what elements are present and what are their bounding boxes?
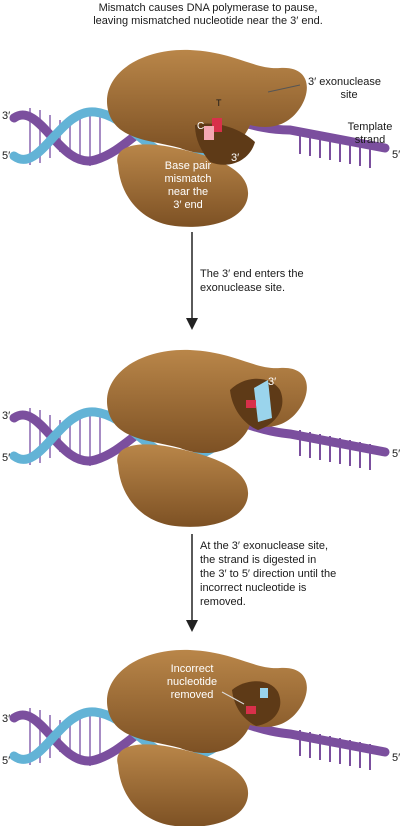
panel-1-strand-end-3-prime: 3′ bbox=[231, 152, 240, 164]
nucleotide-t-label: T bbox=[216, 98, 222, 108]
step-1-line-2: exonuclease site. bbox=[200, 282, 285, 294]
step-2-line-4: incorrect nucleotide is bbox=[200, 582, 307, 594]
panel-3-left-5-prime: 5′ bbox=[2, 755, 11, 767]
polymerase-lower-lobe bbox=[117, 144, 249, 227]
nucleotide-c-label: C bbox=[197, 121, 205, 132]
mismatch-label-1: Base pair bbox=[164, 160, 212, 172]
panel-2-left-5-prime: 5′ bbox=[2, 452, 11, 464]
panel-3-diagram bbox=[9, 649, 390, 826]
panel-2-left-3-prime: 3′ bbox=[2, 410, 11, 422]
step-2-line-2: the strand is digested in bbox=[200, 554, 317, 566]
panel-1-diagram bbox=[9, 49, 390, 227]
mismatch-label-4: 3′ end bbox=[173, 199, 203, 211]
mismatch-label-3: near the bbox=[167, 186, 209, 198]
polymerase-upper-lobe bbox=[106, 49, 307, 154]
panel-1-right-5-prime: 5′ bbox=[392, 149, 401, 161]
panel-3-left-3-prime: 3′ bbox=[2, 713, 11, 725]
step-1-arrow bbox=[186, 232, 198, 330]
step-2-arrow bbox=[186, 534, 198, 632]
removed-label-1: Incorrect bbox=[170, 663, 214, 675]
removed-label-3: removed bbox=[170, 689, 214, 701]
panel-2-right-5-prime: 5′ bbox=[392, 448, 401, 460]
exonuclease-site-label-1: 3′ exonuclease bbox=[308, 76, 382, 88]
panel-2-strand-end-3-prime: 3′ bbox=[268, 376, 277, 388]
panel-1-left-3-prime: 3′ bbox=[2, 110, 11, 122]
caption-line-2: leaving mismatched nucleotide near the 3… bbox=[93, 15, 323, 27]
panel-3-right-5-prime: 5′ bbox=[392, 752, 401, 764]
panel-2-diagram bbox=[9, 349, 390, 527]
mismatch-nucleotide-t bbox=[212, 118, 222, 132]
mismatch-nucleotide-c bbox=[204, 126, 214, 140]
exonuclease-site-label-2: site bbox=[340, 89, 358, 101]
template-strand-label-1: Template bbox=[347, 121, 393, 133]
template-strand-label-2: strand bbox=[354, 134, 386, 146]
step-1-line-1: The 3′ end enters the bbox=[200, 268, 304, 280]
step-2-line-3: the 3′ to 5′ direction until the bbox=[200, 568, 337, 580]
mismatch-label-2: mismatch bbox=[164, 173, 212, 185]
removed-label-2: nucleotide bbox=[166, 676, 218, 688]
step-2-line-1: At the 3′ exonuclease site, bbox=[200, 540, 329, 552]
exonuclease-leader-line bbox=[267, 84, 301, 93]
panel-1-left-5-prime: 5′ bbox=[2, 150, 11, 162]
step-2-line-5: removed. bbox=[200, 596, 246, 608]
caption-line-1: Mismatch causes DNA polymerase to pause, bbox=[98, 2, 318, 14]
